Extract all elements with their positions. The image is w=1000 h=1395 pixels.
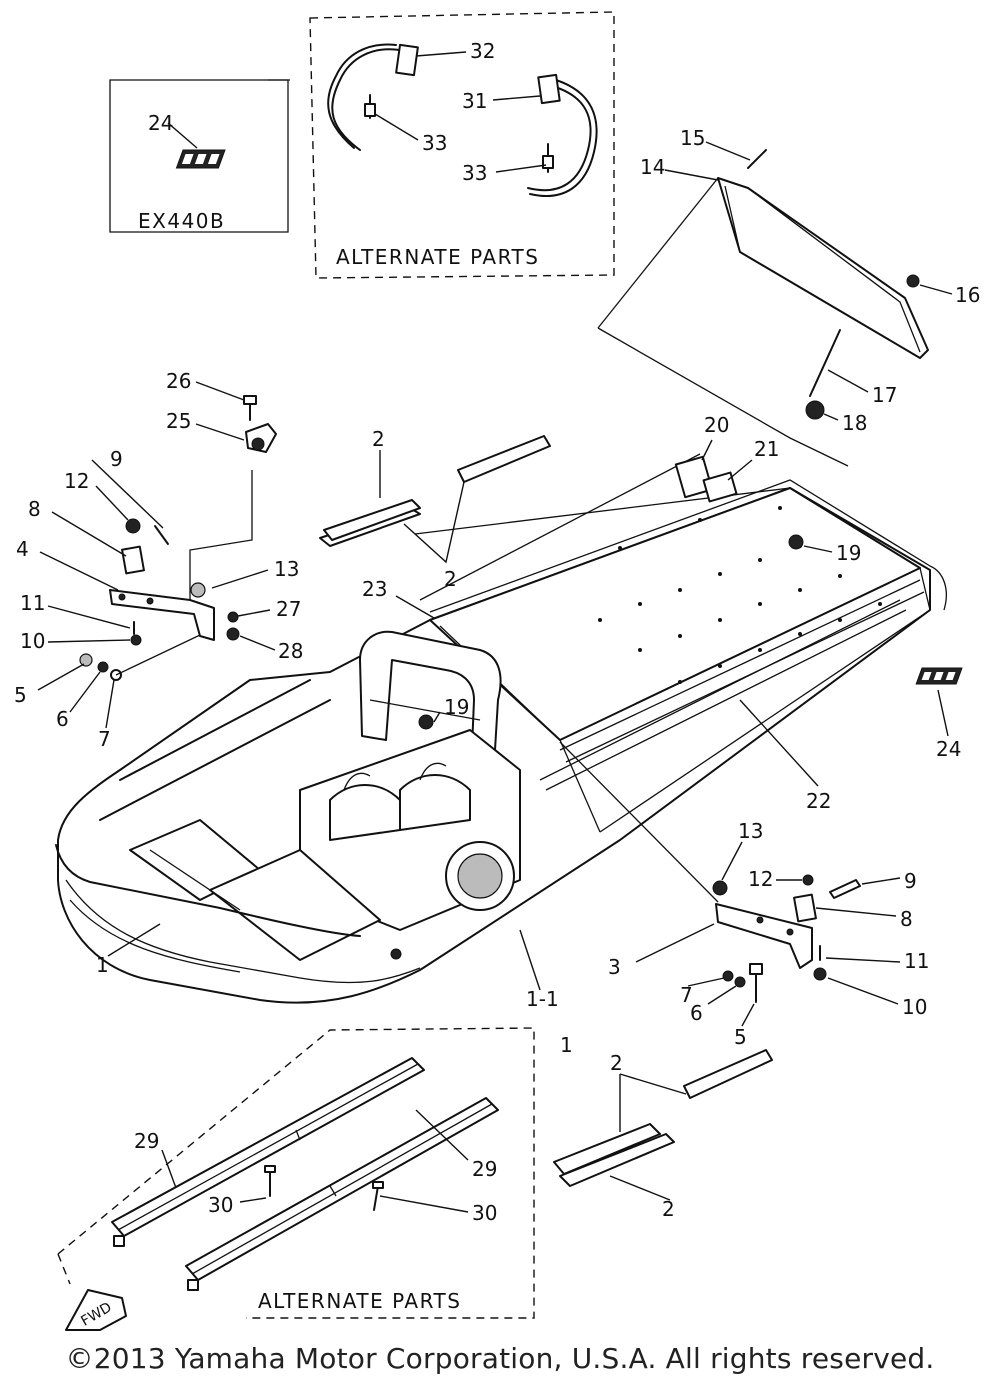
callout-4: 4 bbox=[16, 537, 29, 561]
callout-10-left: 10 bbox=[20, 629, 45, 653]
running-boards-top: 2 2 bbox=[319, 427, 551, 591]
callout-13-left: 13 bbox=[274, 557, 299, 581]
callout-19-rear: 19 bbox=[836, 541, 861, 565]
callout-22: 22 bbox=[806, 789, 831, 813]
callout-11-left: 11 bbox=[20, 591, 45, 615]
inset-ex440b: 24 EX440B bbox=[109, 79, 290, 233]
callout-25: 25 bbox=[166, 409, 191, 433]
alternate-parts-caption-top: ALTERNATE PARTS bbox=[336, 245, 539, 269]
alternate-parts-top: ALTERNATE PARTS 32 31 33 33 bbox=[309, 11, 615, 279]
callout-16: 16 bbox=[955, 283, 980, 307]
main-frame: 23 20 21 19 19 22 24 1 1-1 bbox=[55, 413, 963, 1011]
callout-21: 21 bbox=[754, 437, 779, 461]
callout-24-rear: 24 bbox=[936, 737, 961, 761]
callout-17: 17 bbox=[872, 383, 897, 407]
callout-1-lower: 1 bbox=[560, 1033, 573, 1057]
callout-12-right: 12 bbox=[748, 867, 773, 891]
callout-26: 26 bbox=[166, 369, 191, 393]
callout-9-right: 9 bbox=[904, 869, 917, 893]
callout-20: 20 bbox=[704, 413, 729, 437]
callout-3: 3 bbox=[608, 955, 621, 979]
callout-27: 27 bbox=[276, 597, 301, 621]
callout-15: 15 bbox=[680, 126, 705, 150]
fwd-arrow-icon: FWD bbox=[65, 1289, 127, 1331]
tunnel-deck-holes bbox=[598, 506, 882, 684]
emblem-440-rear-icon bbox=[915, 667, 963, 685]
callout-29-right: 29 bbox=[472, 1157, 497, 1181]
callout-2-bottom-b: 2 bbox=[662, 1197, 675, 1221]
callout-1-1: 1-1 bbox=[526, 987, 559, 1011]
callout-28: 28 bbox=[278, 639, 303, 663]
callout-32: 32 bbox=[470, 39, 495, 63]
callout-7-left: 7 bbox=[98, 727, 111, 751]
callout-31: 31 bbox=[462, 89, 487, 113]
callout-14: 14 bbox=[640, 155, 665, 179]
callout-1: 1 bbox=[96, 953, 109, 977]
callout-23: 23 bbox=[362, 577, 387, 601]
front-hardware-right: 13 12 9 8 3 7 6 5 11 10 bbox=[559, 741, 929, 1049]
callout-2-top-b: 2 bbox=[444, 567, 457, 591]
callout-18: 18 bbox=[842, 411, 867, 435]
snow-flap: 15 14 16 17 18 bbox=[597, 126, 980, 467]
callout-33-lower: 33 bbox=[462, 161, 487, 185]
callout-8-left: 8 bbox=[28, 497, 41, 521]
running-boards-bottom: 1 2 2 bbox=[553, 1033, 773, 1221]
inset-model-code: EX440B bbox=[138, 209, 225, 233]
callout-5-left: 5 bbox=[14, 683, 27, 707]
callout-12-left: 12 bbox=[64, 469, 89, 493]
front-hardware-left: 26 25 9 12 8 4 13 27 28 bbox=[14, 369, 303, 751]
callout-2-bottom-a: 2 bbox=[610, 1051, 623, 1075]
callout-10-right: 10 bbox=[902, 995, 927, 1019]
callout-8-right: 8 bbox=[900, 907, 913, 931]
callout-2-top-a: 2 bbox=[372, 427, 385, 451]
callout-5-right: 5 bbox=[734, 1025, 747, 1049]
copyright-notice: ©2013 Yamaha Motor Corporation, U.S.A. A… bbox=[65, 1342, 935, 1375]
callout-9-left: 9 bbox=[110, 447, 123, 471]
callout-11-right: 11 bbox=[904, 949, 929, 973]
callout-30-left: 30 bbox=[208, 1193, 233, 1217]
callout-30-right: 30 bbox=[472, 1201, 497, 1225]
callout-33-upper: 33 bbox=[422, 131, 447, 155]
callout-6-left: 6 bbox=[56, 707, 69, 731]
callout-19-front: 19 bbox=[444, 695, 469, 719]
alternate-parts-bottom: ALTERNATE PARTS FWD 29 29 30 30 bbox=[57, 1027, 535, 1331]
callout-13-right: 13 bbox=[738, 819, 763, 843]
callout-24-inset: 24 bbox=[148, 111, 173, 135]
alternate-parts-caption-bottom: ALTERNATE PARTS bbox=[258, 1289, 461, 1313]
callout-29-left: 29 bbox=[134, 1129, 159, 1153]
callout-6-right: 6 bbox=[690, 1001, 703, 1025]
emblem-440-icon bbox=[175, 149, 226, 169]
callout-7-right: 7 bbox=[680, 983, 693, 1007]
